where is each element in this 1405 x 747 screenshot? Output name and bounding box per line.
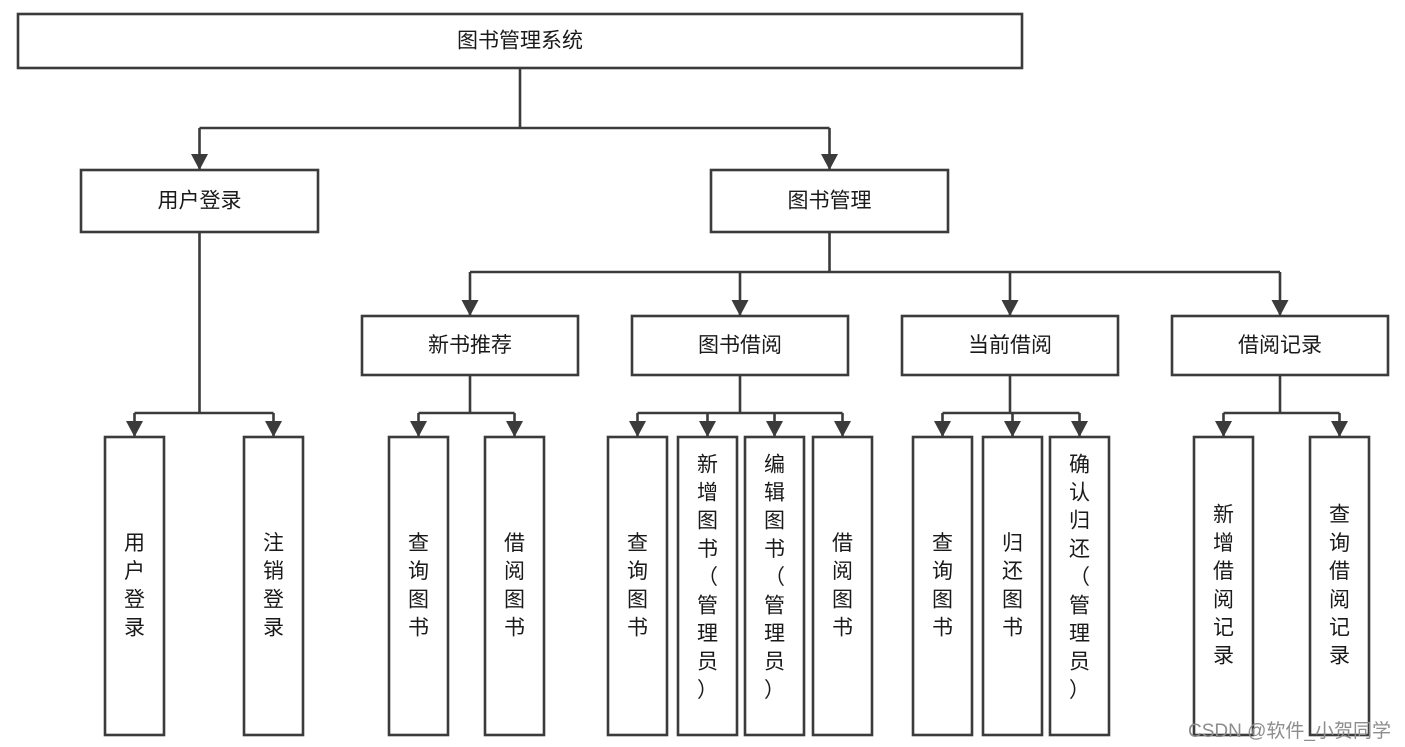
node-box [1192,435,1255,737]
node-leaf-user-logout[interactable]: 注销登录 [242,435,305,737]
arrow-head-icon [731,300,749,316]
node-box [16,12,1024,70]
node-label: 查询图书 [627,532,648,640]
node-leaf-confirm-return[interactable]: 确认归还（管理员） [1048,435,1111,737]
node-label: 注销登录 [263,532,284,640]
node-box [709,168,950,234]
node-box [1170,314,1390,377]
node-label: 图书管理系统 [457,30,583,53]
node-leaf-query-record[interactable]: 查询借阅记录 [1308,435,1371,737]
node-box [911,435,974,737]
node-label: 查询图书 [408,532,429,640]
edge-group-root [191,68,838,170]
arrow-head-icon [1331,421,1348,437]
arrow-head-icon [699,421,716,437]
arrow-head-icon [1004,421,1021,437]
node-layer: 图书管理系统用户登录图书管理新书推荐图书借阅当前借阅借阅记录用户登录注销登录查询… [16,12,1390,737]
node-label: 用户登录 [158,190,242,213]
edge-layer [126,68,1348,437]
node-leaf-user-login[interactable]: 用户登录 [103,435,166,737]
arrow-head-icon [191,154,208,170]
node-label: 新增借阅记录 [1213,504,1234,668]
node-books[interactable]: 图书管理 [709,168,950,234]
node-box [900,314,1120,377]
node-box [676,435,739,737]
node-label: 当前借阅 [968,334,1052,357]
node-label: 借阅图书 [832,532,853,640]
node-label: 借阅记录 [1238,334,1322,357]
node-box [103,435,166,737]
edge-group-newbook [410,375,523,437]
arrow-head-icon [126,421,143,437]
node-leaf-return-book[interactable]: 归还图书 [981,435,1044,737]
arrow-head-icon [410,421,427,437]
node-current[interactable]: 当前借阅 [900,314,1120,377]
edge-group-current [934,375,1088,437]
node-label: 确认归还（管理员） [1069,453,1090,702]
node-box [630,314,850,377]
arrow-head-icon [934,421,951,437]
node-leaf-borrow-book-1[interactable]: 借阅图书 [483,435,546,737]
edge-group-borrow [629,375,851,437]
arrow-head-icon [1071,421,1088,437]
node-leaf-query-book-1[interactable]: 查询图书 [387,435,450,737]
node-label: 查询借阅记录 [1329,504,1350,668]
node-leaf-query-book-2[interactable]: 查询图书 [606,435,669,737]
arrow-head-icon [1271,300,1289,316]
node-label: 查询图书 [932,532,953,640]
node-label: 图书借阅 [698,334,782,357]
node-box [242,435,305,737]
node-label: 借阅图书 [504,532,525,640]
node-leaf-query-book-3[interactable]: 查询图书 [911,435,974,737]
node-box [811,435,874,737]
node-label: 新书推荐 [428,334,512,357]
node-label: 归还图书 [1002,532,1023,640]
arrow-head-icon [766,421,783,437]
node-box [79,168,320,234]
arrow-head-icon [461,300,479,316]
node-box [606,435,669,737]
arrow-head-icon [1215,421,1232,437]
node-label: 新增图书（管理员） [697,453,718,702]
node-box [360,314,580,377]
node-login[interactable]: 用户登录 [79,168,320,234]
arrow-head-icon [834,421,851,437]
node-box [981,435,1044,737]
node-leaf-add-book[interactable]: 新增图书（管理员） [676,435,739,737]
edge-group-login [126,232,282,437]
arrow-head-icon [265,421,282,437]
node-box [1048,435,1111,737]
node-label: 用户登录 [124,532,145,640]
node-root[interactable]: 图书管理系统 [16,12,1024,70]
arrow-head-icon [506,421,523,437]
node-leaf-edit-book[interactable]: 编辑图书（管理员） [743,435,806,737]
node-box [743,435,806,737]
node-box [387,435,450,737]
node-box [483,435,546,737]
node-leaf-add-record[interactable]: 新增借阅记录 [1192,435,1255,737]
node-borrow[interactable]: 图书借阅 [630,314,850,377]
node-leaf-borrow-book-2[interactable]: 借阅图书 [811,435,874,737]
arrow-head-icon [1001,300,1019,316]
node-label: 图书管理 [788,190,872,213]
arrow-head-icon [821,154,838,170]
node-box [1308,435,1371,737]
edge-group-record [1215,375,1348,437]
node-newbook[interactable]: 新书推荐 [360,314,580,377]
edge-group-books [461,232,1289,316]
node-label: 编辑图书（管理员） [764,453,785,702]
node-record[interactable]: 借阅记录 [1170,314,1390,377]
arrow-head-icon [629,421,646,437]
